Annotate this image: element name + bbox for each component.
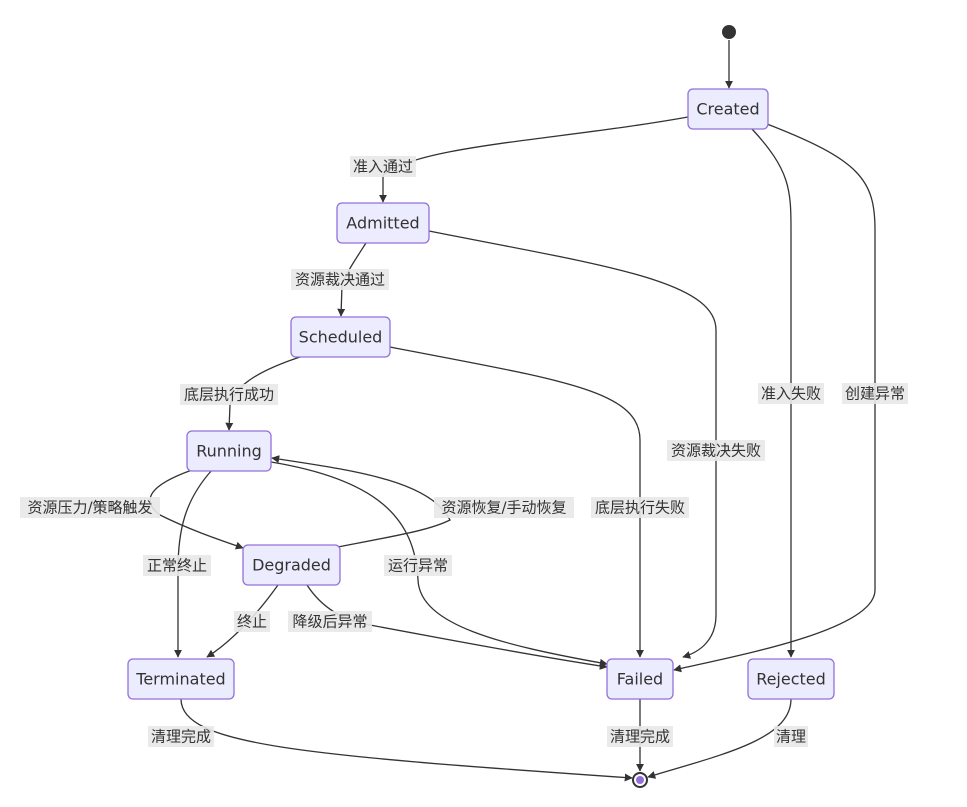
state-failed[interactable]: Failed <box>606 658 674 700</box>
state-terminated-label: Terminated <box>135 670 225 689</box>
label-created-rejected: 准入失败 <box>758 383 824 404</box>
state-degraded-label: Degraded <box>252 556 331 575</box>
svg-text:资源恢复/手动恢复: 资源恢复/手动恢复 <box>441 499 566 517</box>
label-scheduled-running: 底层执行成功 <box>180 384 278 405</box>
svg-text:底层执行失败: 底层执行失败 <box>595 499 685 517</box>
state-failed-label: Failed <box>617 670 663 689</box>
edge-scheduled-failed <box>389 346 644 658</box>
state-created-label: Created <box>696 100 759 119</box>
svg-text:准入通过: 准入通过 <box>353 158 413 176</box>
state-created[interactable]: Created <box>687 88 769 130</box>
state-scheduled[interactable]: Scheduled <box>290 316 391 358</box>
state-terminated[interactable]: Terminated <box>127 658 235 700</box>
state-degraded[interactable]: Degraded <box>242 544 341 586</box>
state-scheduled-label: Scheduled <box>299 328 383 347</box>
label-running-degraded: 资源压力/策略触发 <box>20 497 160 518</box>
end-node <box>632 772 648 788</box>
label-created-admitted: 准入通过 <box>350 156 416 177</box>
edge-running-failed <box>270 461 608 667</box>
svg-text:创建异常: 创建异常 <box>845 385 905 403</box>
svg-text:资源压力/策略触发: 资源压力/策略触发 <box>27 499 152 517</box>
state-rejected[interactable]: Rejected <box>747 658 835 700</box>
label-degraded-failed: 降级后异常 <box>288 611 372 632</box>
label-admitted-failed: 资源裁决失败 <box>667 440 765 461</box>
svg-text:运行异常: 运行异常 <box>388 557 448 575</box>
state-running[interactable]: Running <box>186 430 272 472</box>
edge-created-rejected <box>751 128 795 658</box>
svg-text:清理完成: 清理完成 <box>151 728 211 746</box>
svg-text:降级后异常: 降级后异常 <box>292 613 367 631</box>
label-failed-end: 清理完成 <box>607 726 673 747</box>
edge-rejected-end <box>647 698 792 779</box>
svg-text:清理: 清理 <box>776 728 806 746</box>
label-admitted-scheduled: 资源裁决通过 <box>291 269 389 290</box>
label-created-failed: 创建异常 <box>842 383 908 404</box>
edge-running-degraded <box>149 469 244 550</box>
edge-created-admitted <box>379 116 689 203</box>
state-admitted[interactable]: Admitted <box>336 202 430 244</box>
svg-text:准入失败: 准入失败 <box>761 385 821 403</box>
state-admitted-label: Admitted <box>346 214 419 233</box>
start-node <box>722 25 736 39</box>
label-terminated-end: 清理完成 <box>148 726 214 747</box>
edge-admitted-failed <box>428 230 717 659</box>
svg-text:资源裁决失败: 资源裁决失败 <box>671 442 761 460</box>
edge-degraded-running <box>271 455 451 548</box>
svg-text:正常终止: 正常终止 <box>147 557 207 575</box>
label-degraded-terminated: 终止 <box>234 611 270 632</box>
svg-text:底层执行成功: 底层执行成功 <box>184 386 274 404</box>
label-degraded-running: 资源恢复/手动恢复 <box>434 497 574 518</box>
state-running-label: Running <box>196 442 262 461</box>
label-running-failed: 运行异常 <box>384 555 452 576</box>
svg-text:终止: 终止 <box>237 613 267 631</box>
svg-text:资源裁决通过: 资源裁决通过 <box>295 271 385 289</box>
label-rejected-end: 清理 <box>774 726 808 747</box>
state-rejected-label: Rejected <box>756 670 826 689</box>
edge-created-failed <box>673 123 876 673</box>
label-scheduled-failed: 底层执行失败 <box>591 497 689 518</box>
label-running-terminated: 正常终止 <box>143 555 211 576</box>
edge-degraded-failed <box>306 584 608 670</box>
edge-terminated-end <box>180 698 633 782</box>
svg-text:清理完成: 清理完成 <box>610 728 670 746</box>
